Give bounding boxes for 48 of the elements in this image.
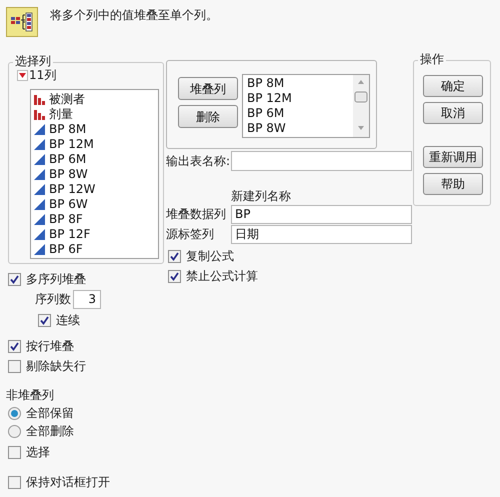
field-label: 禁止公式计算 (186, 268, 258, 284)
dialog-description: 将多个列中的值堆叠至单个列。 (50, 7, 218, 23)
list-item: BP 12F (49, 227, 90, 242)
field-label: 序列数 (35, 291, 71, 307)
field-label: 按行堆叠 (26, 338, 74, 354)
list-item: BP 8W (49, 167, 88, 182)
push-button: 取消 (423, 102, 483, 124)
push-button: 堆叠列 (178, 77, 238, 100)
push-button: 帮助 (423, 173, 483, 195)
list-item: BP 6M (49, 152, 86, 167)
list-item: BP 6M (247, 106, 284, 121)
field-label: 选择 (26, 444, 50, 460)
text-field (231, 151, 412, 171)
text-field: 日期 (231, 225, 412, 244)
field-label: 连续 (56, 312, 80, 328)
stack-list (242, 74, 370, 138)
field-label: 新建列名称 (231, 188, 291, 204)
field-label: 保持对话框打开 (26, 474, 110, 490)
list-item: BP 6W (49, 197, 88, 212)
list-item: BP 12M (247, 91, 292, 106)
list-item: BP 6F (49, 242, 83, 257)
text-field: BP (231, 205, 412, 224)
field-label: 剔除缺失行 (26, 358, 86, 374)
field-label: 全部删除 (26, 423, 74, 439)
field-label: 源标签列 (166, 226, 214, 242)
list-item: BP 12W (49, 182, 96, 197)
list-item: BP 8W (247, 121, 286, 136)
list-item: 剂量 (49, 107, 73, 122)
list-item: BP 8M (49, 122, 86, 137)
list-item: BP 8M (247, 76, 284, 91)
push-button: 确定 (423, 75, 483, 97)
push-button: 重新调用 (423, 146, 483, 168)
field-label: 多序列堆叠 (26, 271, 86, 287)
text-field: 3 (73, 290, 101, 309)
panel (166, 60, 377, 149)
list-item: 被测者 (49, 92, 85, 107)
field-label: 全部保留 (26, 405, 74, 421)
field-label: 复制公式 (186, 248, 234, 264)
group-heading: 选择列 (13, 53, 53, 69)
group-heading: 操作 (418, 51, 446, 67)
list-item: BP 12M (49, 137, 94, 152)
field-label: 输出表名称: (166, 153, 230, 169)
field-label: 堆叠数据列 (166, 206, 226, 222)
list-item: BP 8F (49, 212, 83, 227)
column-list (30, 89, 159, 259)
field-label: 非堆叠列 (6, 387, 54, 403)
column-count: 11列 (29, 67, 56, 83)
push-button: 删除 (178, 105, 238, 128)
